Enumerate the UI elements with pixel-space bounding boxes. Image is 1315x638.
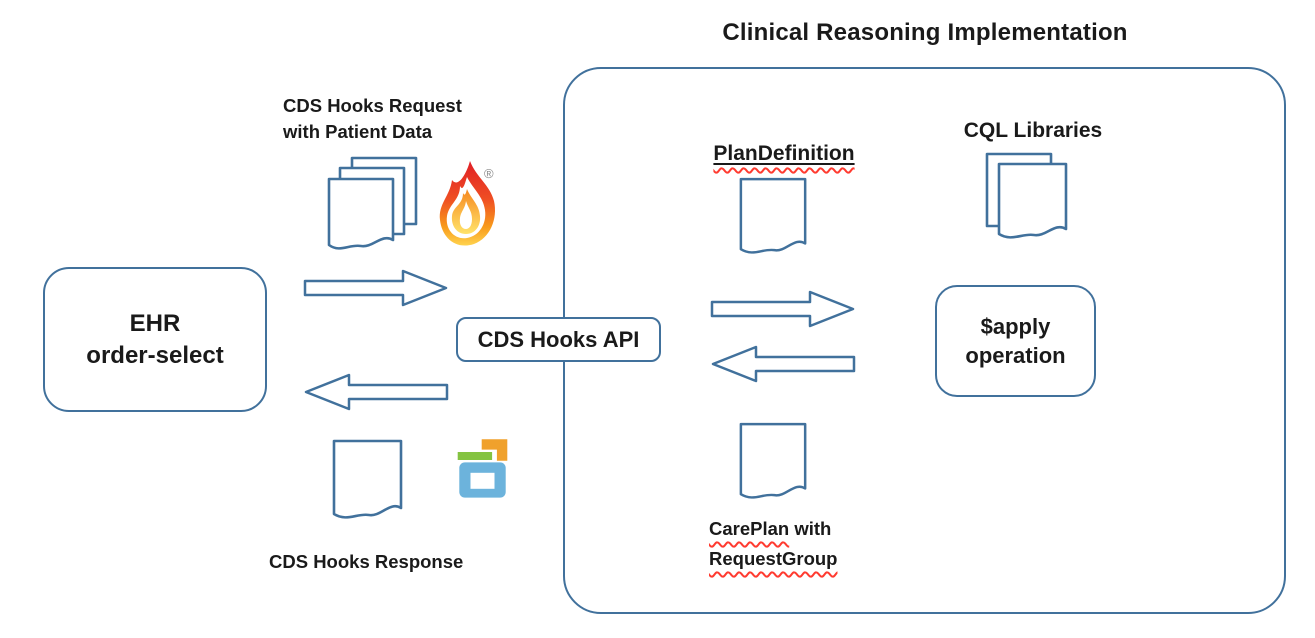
- document-stack-2-icon: [985, 152, 1068, 239]
- arrow-right-ehr-to-api: [303, 269, 448, 307]
- ehr-label-line2: order-select: [86, 341, 224, 369]
- apply-label-line1: $apply: [980, 313, 1051, 339]
- document-stack-3-icon: [327, 156, 418, 250]
- document-icon: [739, 177, 807, 254]
- arrow-left-apply-to-api: [711, 345, 856, 383]
- arrow-right-api-to-apply: [710, 290, 855, 328]
- ehr-label-line1: EHR: [129, 309, 181, 337]
- requestgroup-word: RequestGroup: [709, 548, 838, 569]
- diagram-title: Clinical Reasoning Implementation: [722, 19, 1128, 46]
- request-label-line2: with Patient Data: [283, 121, 433, 142]
- plan-definition-label: PlanDefinition: [696, 141, 872, 167]
- careplan-requestgroup-label: CarePlan with RequestGroup: [709, 514, 837, 574]
- arrow-left-api-to-ehr: [304, 373, 449, 411]
- careplan-rest: with: [789, 518, 832, 539]
- request-label-line1: CDS Hooks Request: [283, 95, 462, 116]
- ehr-node-label: EHR order-select: [86, 308, 223, 371]
- apply-operation-node: $apply operation: [935, 285, 1096, 397]
- apply-label-line2: operation: [965, 343, 1066, 368]
- careplan-word: CarePlan: [709, 518, 790, 539]
- clinical-reasoning-container: [563, 67, 1286, 614]
- cds-hooks-request-label: CDS Hooks Request with Patient Data: [283, 93, 462, 145]
- registered-trademark-mark: ®: [484, 166, 494, 181]
- document-icon: [739, 422, 807, 499]
- cql-libraries-label: CQL Libraries: [963, 119, 1103, 142]
- cds-hooks-logo-icon: [457, 439, 508, 498]
- ehr-order-select-node: EHR order-select: [43, 267, 267, 412]
- plan-definition-text: PlanDefinition: [713, 142, 855, 165]
- cds-hooks-response-label: CDS Hooks Response: [269, 551, 464, 572]
- apply-node-label: $apply operation: [965, 312, 1065, 370]
- cds-hooks-api-label: CDS Hooks API: [477, 326, 640, 352]
- cds-hooks-api-node: CDS Hooks API: [456, 317, 661, 362]
- fhir-flame-icon: [439, 161, 496, 246]
- document-icon: [332, 439, 403, 519]
- careplan-label-line2: RequestGroup: [709, 544, 837, 574]
- careplan-label-line1: CarePlan with: [709, 514, 837, 544]
